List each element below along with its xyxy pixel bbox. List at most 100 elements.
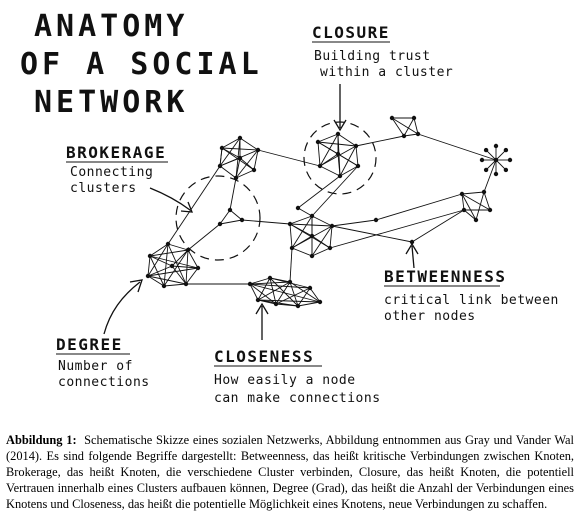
figure-caption: Abbildung 1: Schematische Skizze eines s…: [6, 432, 574, 512]
network-edge: [337, 153, 359, 167]
network-node: [327, 245, 333, 251]
network-edge: [339, 165, 359, 177]
degree-arrow: [103, 279, 143, 335]
network-edge: [149, 255, 165, 287]
network-edge: [187, 249, 199, 269]
network-node: [409, 239, 415, 245]
network-node: [165, 241, 171, 247]
network-node: [335, 131, 341, 137]
brokerage-desc-2: clusters: [70, 181, 137, 196]
network-edge: [253, 149, 259, 171]
network-edge: [461, 193, 477, 221]
network-node: [481, 189, 487, 195]
network-node: [289, 245, 295, 251]
network-nodes: [145, 115, 513, 309]
network-edge: [257, 299, 277, 305]
network-edge: [411, 209, 465, 243]
network-edge: [289, 223, 293, 249]
network-node: [195, 265, 201, 271]
network-edge: [187, 223, 221, 251]
network-edge: [235, 157, 241, 179]
network-edge: [221, 147, 241, 159]
network-node: [217, 221, 223, 227]
network-node: [295, 205, 301, 211]
title-line-3: NETWORK: [34, 85, 188, 120]
closeness-title: CLOSENESS: [214, 347, 314, 366]
network-node: [227, 207, 233, 213]
network-edge: [391, 117, 419, 135]
network-edge: [317, 141, 339, 155]
network-edge: [147, 243, 169, 277]
network-edge: [297, 301, 321, 307]
network-edge: [291, 247, 313, 257]
network-edge: [297, 207, 313, 217]
network-node: [309, 233, 315, 239]
network-node: [307, 285, 313, 291]
network-edge: [257, 281, 291, 301]
network-edge: [337, 133, 357, 147]
network-node: [479, 157, 485, 163]
brokerage-title: BROKERAGE: [66, 143, 166, 162]
network-node: [267, 275, 273, 281]
network-node: [295, 303, 301, 309]
network-edge: [163, 283, 187, 287]
degree-desc-2: connections: [58, 375, 150, 390]
network-edge: [291, 235, 313, 249]
title-line-1: ANATOMY: [34, 9, 188, 44]
network-edge: [317, 141, 357, 147]
network-edge: [257, 299, 299, 307]
network-node: [459, 191, 465, 197]
network-edge: [163, 243, 169, 287]
network-edge: [297, 175, 341, 209]
network-edge: [485, 159, 497, 171]
network-edge: [219, 137, 241, 167]
network-edge: [289, 223, 313, 237]
network-node: [389, 115, 395, 121]
closure-arrow: [333, 84, 347, 132]
betweenness-title: BETWEENNESS: [384, 267, 506, 286]
network-edge: [221, 137, 241, 149]
network-node: [493, 157, 499, 163]
network-node: [255, 297, 261, 303]
network-node: [503, 167, 509, 173]
network-node: [473, 217, 479, 223]
caption-text: Schematische Skizze eines sozialen Netzw…: [6, 433, 574, 511]
network-edge: [249, 281, 291, 285]
network-node: [483, 147, 489, 153]
network-node: [487, 207, 493, 213]
network-edge: [317, 133, 339, 143]
betweenness-desc-2: other nodes: [384, 309, 476, 324]
network-edge: [317, 141, 321, 167]
network-edges: [147, 117, 510, 307]
network-edge: [495, 149, 507, 161]
network-edge: [147, 267, 199, 277]
network-node: [237, 135, 243, 141]
network-edge: [355, 145, 359, 167]
network-edge: [147, 275, 187, 285]
network-node: [161, 283, 167, 289]
network-edge: [417, 133, 497, 161]
network-node: [315, 139, 321, 145]
network-node: [247, 281, 253, 287]
network-edge: [403, 117, 415, 137]
network-edge: [403, 133, 419, 137]
network-edge: [171, 265, 187, 285]
brokerage-desc-1: Connecting: [70, 165, 153, 180]
network-edge: [289, 247, 293, 283]
network-edge: [219, 147, 223, 167]
network-node: [255, 147, 261, 153]
network-edge: [289, 281, 321, 303]
network-edge: [239, 137, 259, 151]
network-edge: [461, 191, 485, 195]
network-edge: [171, 265, 199, 269]
network-edge: [249, 283, 311, 289]
network-edge: [331, 225, 413, 243]
betweenness-desc-1: critical link between: [384, 293, 559, 308]
caption-label: Abbildung 1:: [6, 433, 77, 447]
network-node: [317, 299, 323, 305]
network-edge: [185, 267, 199, 285]
network-node: [219, 145, 225, 151]
network-node: [355, 163, 361, 169]
closure-desc-1: Building trust: [314, 49, 431, 64]
network-edge: [319, 133, 339, 167]
